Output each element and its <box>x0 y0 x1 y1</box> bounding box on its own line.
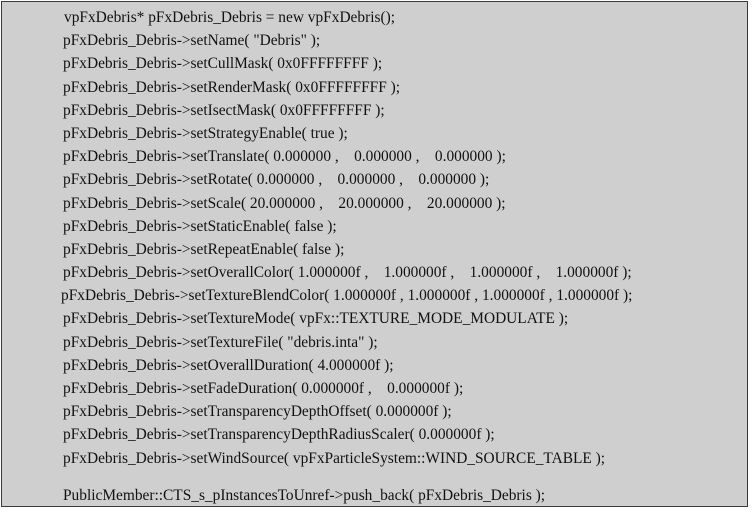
code-line: pFxDebris_Debris->setTextureMode( vpFx::… <box>63 310 569 328</box>
code-line: pFxDebris_Debris->setTranslate( 0.000000… <box>63 148 506 166</box>
code-line: pFxDebris_Debris->setScale( 20.000000 , … <box>63 194 506 212</box>
code-line: pFxDebris_Debris->setIsectMask( 0x0FFFFF… <box>63 101 385 119</box>
code-line: pFxDebris_Debris->setTextureFile( "debri… <box>63 333 378 351</box>
code-line: pFxDebris_Debris->setOverallColor( 1.000… <box>63 264 632 282</box>
code-line: pFxDebris_Debris->setTextureBlendColor( … <box>61 287 633 305</box>
code-line: pFxDebris_Debris->setRotate( 0.000000 , … <box>63 171 490 189</box>
code-line: pFxDebris_Debris->setStaticEnable( false… <box>63 217 337 235</box>
code-line: pFxDebris_Debris->setTransparencyDepthRa… <box>63 426 495 444</box>
code-line: vpFxDebris* pFxDebris_Debris = new vpFxD… <box>64 9 395 26</box>
code-line: pFxDebris_Debris->setName( "Debris" ); <box>63 32 321 50</box>
code-lines: vpFxDebris* pFxDebris_Debris = new vpFxD… <box>2 6 747 507</box>
code-line: pFxDebris_Debris->setWindSource( vpFxPar… <box>63 449 606 467</box>
blank-line <box>2 470 747 484</box>
code-line: pFxDebris_Debris->setRepeatEnable( false… <box>63 240 345 258</box>
code-line: pFxDebris_Debris->setCullMask( 0x0FFFFFF… <box>63 55 383 73</box>
code-line: pFxDebris_Debris->setOverallDuration( 4.… <box>63 356 394 374</box>
code-line: pFxDebris_Debris->setRenderMask( 0x0FFFF… <box>63 78 401 96</box>
code-line: PublicMember::CTS_s_pInstancesToUnref->p… <box>63 486 546 504</box>
code-line: pFxDebris_Debris->setFadeDuration( 0.000… <box>63 380 464 397</box>
code-line: pFxDebris_Debris->setStrategyEnable( tru… <box>63 124 348 142</box>
code-line: pFxDebris_Debris->setTransparencyDepthOf… <box>63 403 452 421</box>
